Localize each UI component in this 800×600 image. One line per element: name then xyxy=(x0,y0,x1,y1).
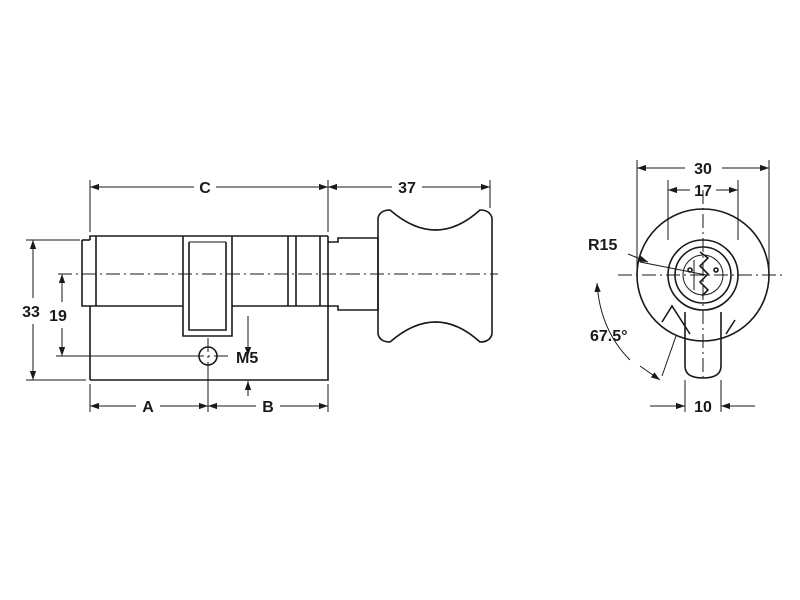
dim-label-r15: R15 xyxy=(588,237,617,254)
dim-label-19: 19 xyxy=(49,308,67,325)
keyway xyxy=(698,251,710,297)
cylinder-body xyxy=(81,235,329,381)
dim-label-m5: M5 xyxy=(236,350,258,367)
thumb-turn-knob xyxy=(377,209,493,343)
dim-label-37: 37 xyxy=(398,180,416,197)
dim-label-10: 10 xyxy=(694,399,712,416)
dim-label-33: 33 xyxy=(22,304,40,321)
cam-tongue xyxy=(661,304,736,379)
dim-label-a: A xyxy=(142,399,154,416)
dim-label-b: B xyxy=(262,399,274,416)
end-view: 30 17 R15 67.5° 10 xyxy=(588,160,785,416)
dim-label-c: C xyxy=(199,180,211,197)
dim-label-30: 30 xyxy=(694,161,712,178)
dim-label-angle: 67.5° xyxy=(590,328,628,345)
dim-label-17: 17 xyxy=(694,183,712,200)
side-view: C 37 33 19 M5 A B xyxy=(22,180,498,416)
